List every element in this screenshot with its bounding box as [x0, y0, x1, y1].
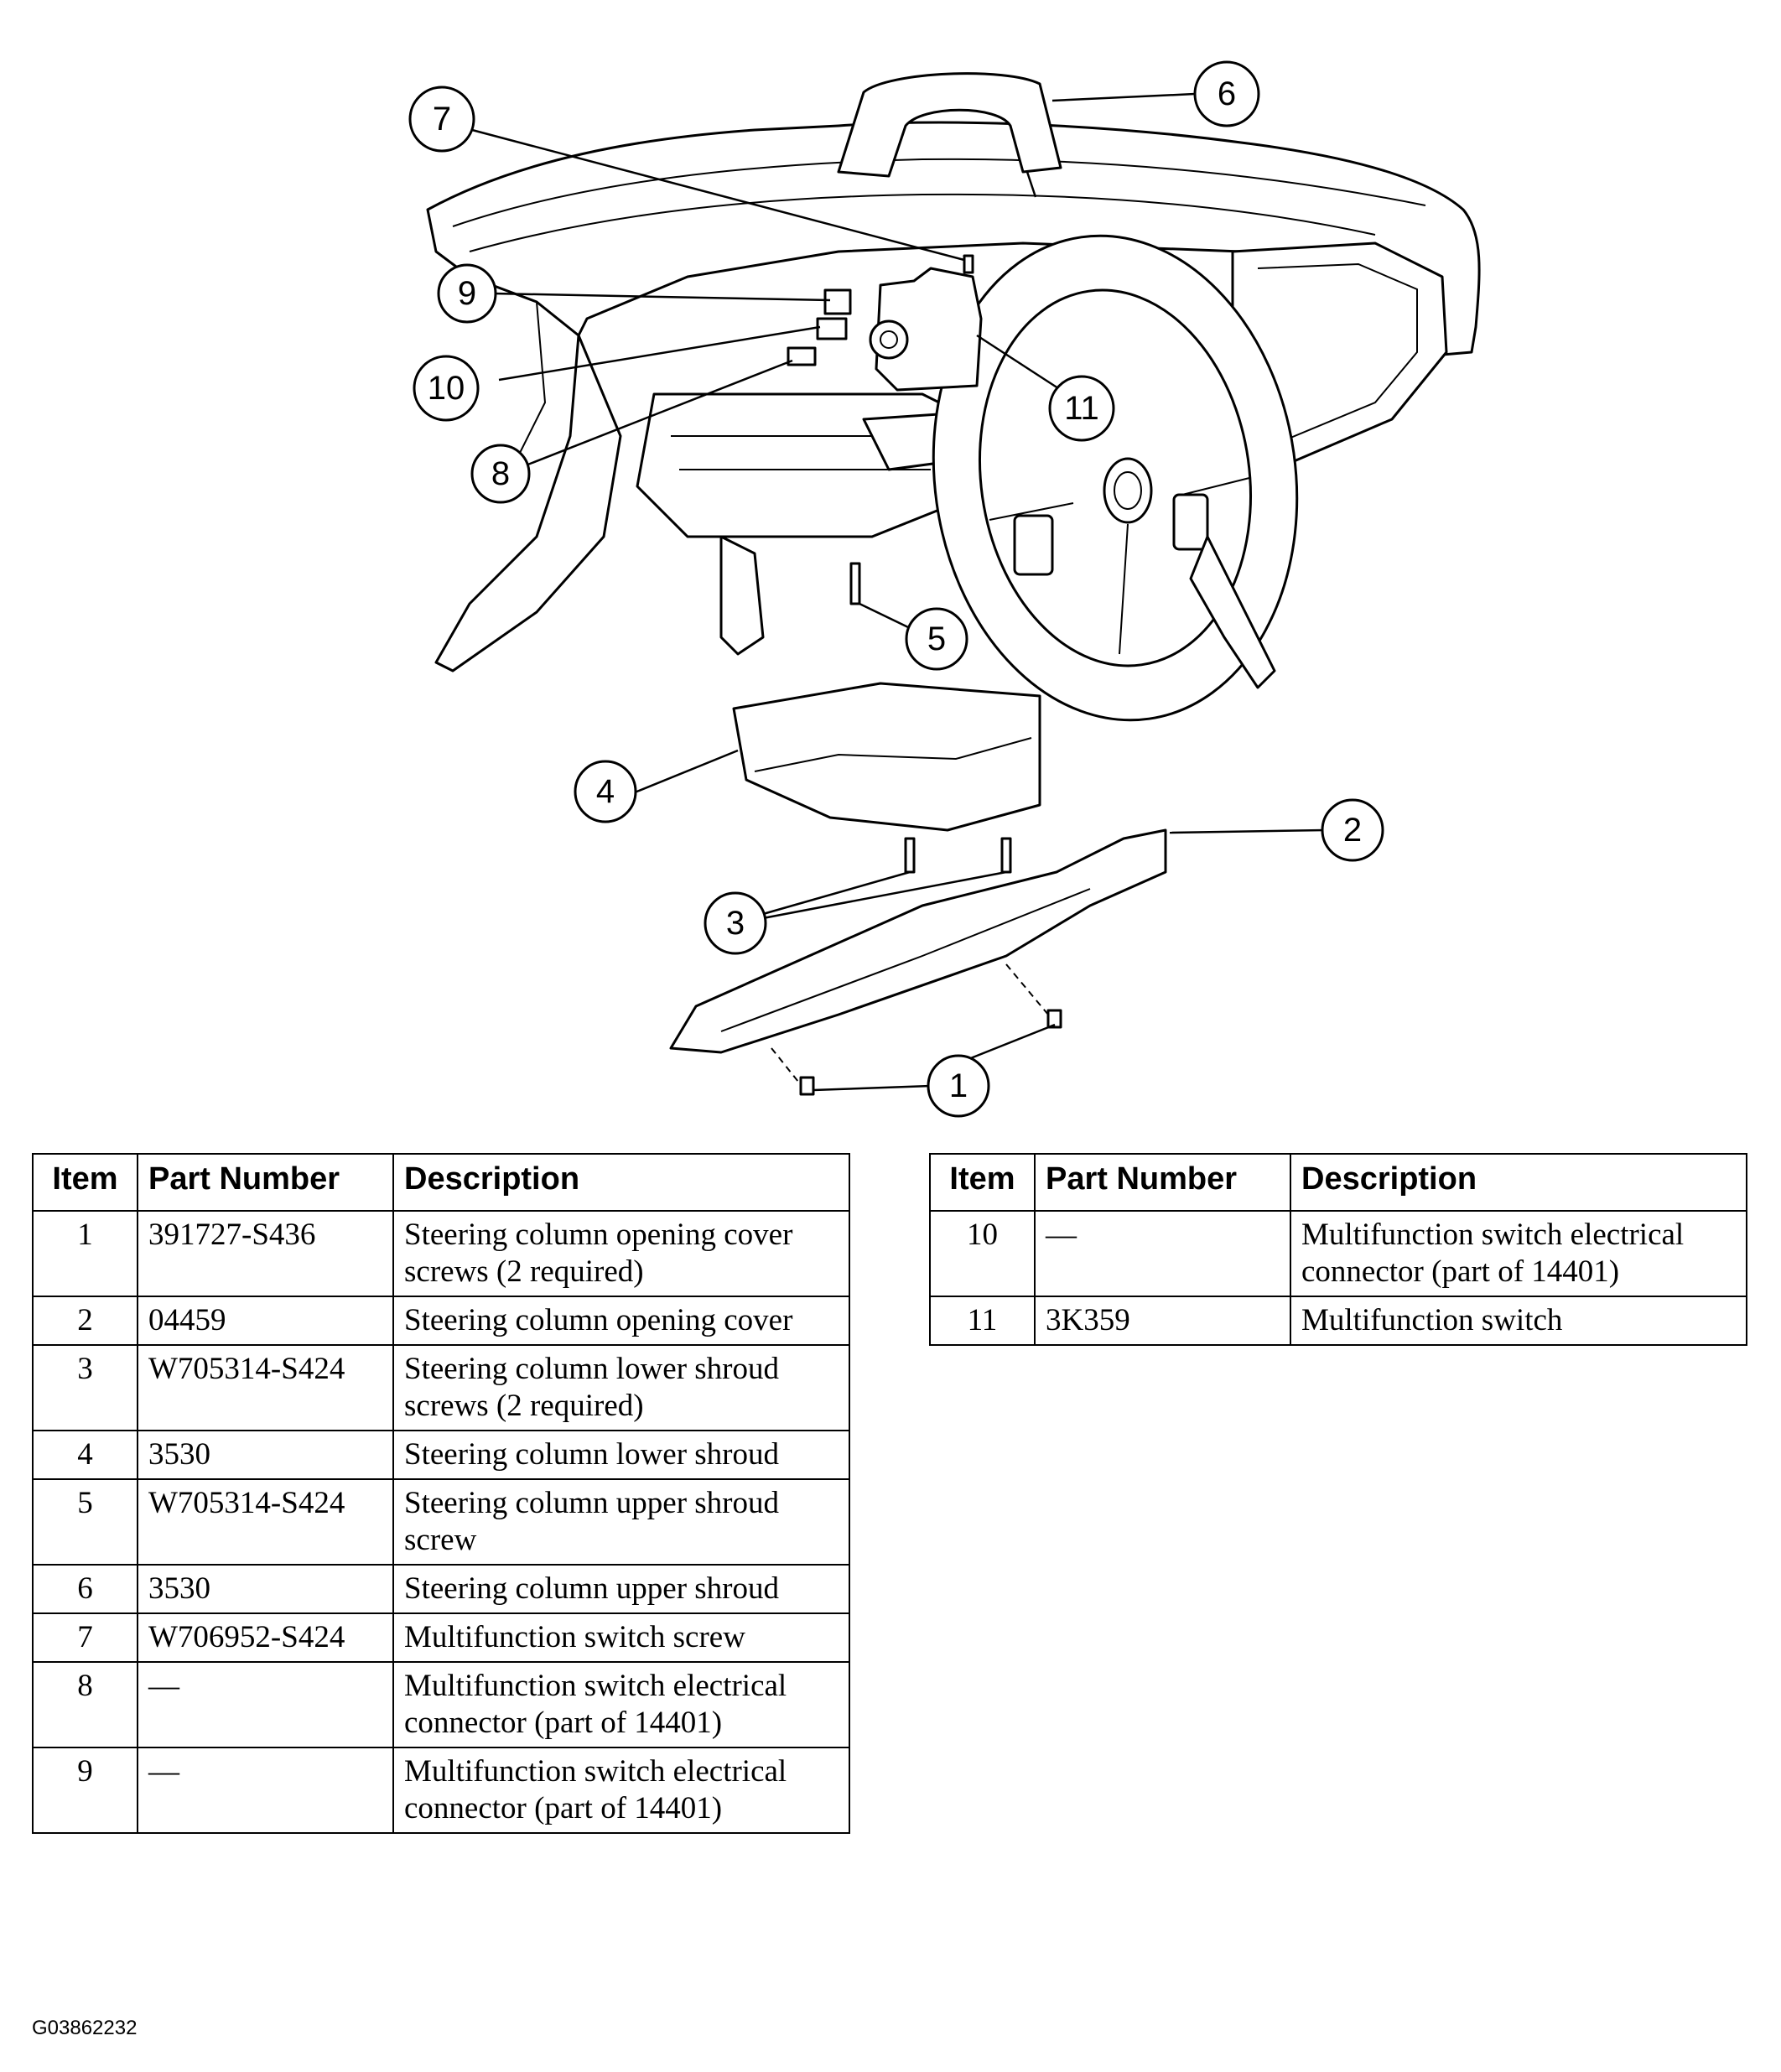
screw-1a-illustration: [799, 1076, 815, 1096]
item-cell: 6: [32, 1564, 138, 1614]
part-number-cell: —: [137, 1747, 394, 1834]
svg-text:8: 8: [491, 455, 510, 492]
part-number-cell: 3K359: [1034, 1296, 1291, 1346]
header-description: Description: [1290, 1153, 1747, 1212]
part-number-cell: W706952-S424: [137, 1612, 394, 1663]
connector-9-illustration: [823, 288, 852, 315]
part-number-cell: 3530: [137, 1564, 394, 1614]
part-number-cell: W705314-S424: [137, 1478, 394, 1566]
svg-text:1: 1: [949, 1067, 968, 1104]
parts-table-right: Item Part Number Description 10—Multifun…: [929, 1153, 1747, 1346]
upper-shroud-illustration: [837, 72, 1062, 178]
description-cell: Steering column opening cover: [392, 1296, 850, 1346]
screw-1b-illustration: [1046, 1009, 1062, 1029]
item-cell: 8: [32, 1661, 138, 1748]
table-header-row: Item Part Number Description: [929, 1153, 1747, 1212]
item-cell: 9: [32, 1747, 138, 1834]
svg-text:7: 7: [433, 101, 451, 138]
item-cell: 7: [32, 1612, 138, 1663]
svg-text:11: 11: [1064, 390, 1099, 427]
table-row: 9—Multifunction switch electrical connec…: [32, 1747, 850, 1834]
header-part-number: Part Number: [1034, 1153, 1291, 1212]
description-cell: Multifunction switch electrical connecto…: [1290, 1210, 1747, 1297]
part-number-cell: —: [137, 1661, 394, 1748]
svg-text:3: 3: [726, 905, 745, 942]
svg-text:2: 2: [1343, 812, 1362, 849]
screw-3b-illustration: [1000, 837, 1012, 874]
item-cell: 1: [32, 1210, 138, 1297]
callout-5: 5: [905, 607, 968, 671]
instrument-panel-illustration: [426, 121, 1481, 722]
table-row: 8—Multifunction switch electrical connec…: [32, 1661, 850, 1748]
description-cell: Multifunction switch: [1290, 1296, 1747, 1346]
item-cell: 4: [32, 1430, 138, 1480]
part-number-cell: 391727-S436: [137, 1210, 394, 1297]
part-number-cell: W705314-S424: [137, 1344, 394, 1431]
svg-text:6: 6: [1218, 75, 1236, 112]
header-part-number: Part Number: [137, 1153, 394, 1212]
callout-7: 7: [408, 86, 475, 153]
multifunction-switch-illustration: [875, 267, 983, 392]
connector-8-illustration: [787, 346, 817, 366]
header-item: Item: [32, 1153, 138, 1212]
svg-text:5: 5: [927, 621, 946, 657]
item-cell: 5: [32, 1478, 138, 1566]
description-cell: Multifunction switch electrical connecto…: [392, 1747, 850, 1834]
callout-3: 3: [704, 891, 767, 955]
item-cell: 3: [32, 1344, 138, 1431]
part-number-cell: 3530: [137, 1430, 394, 1480]
header-description: Description: [392, 1153, 850, 1212]
screw-3a-illustration: [904, 837, 916, 874]
svg-text:9: 9: [458, 275, 476, 312]
exploded-view-diagram: 7 6 9 10 8 11 5 4 3 2 1: [408, 60, 1481, 1118]
screw-5-illustration: [849, 562, 861, 605]
callout-11: 11: [1048, 375, 1115, 442]
part-number-cell: —: [1034, 1210, 1291, 1297]
description-cell: Steering column upper shroud screw: [392, 1478, 850, 1566]
item-cell: 10: [929, 1210, 1036, 1297]
callout-8: 8: [470, 444, 531, 504]
callout-2: 2: [1321, 798, 1384, 862]
table-header-row: Item Part Number Description: [32, 1153, 850, 1212]
connector-10-illustration: [816, 317, 848, 340]
opening-cover-illustration: [669, 828, 1167, 1054]
table-row: 10—Multifunction switch electrical conne…: [929, 1210, 1747, 1297]
callout-6: 6: [1193, 60, 1260, 127]
part-number-cell: 04459: [137, 1296, 394, 1346]
callout-10: 10: [413, 355, 480, 422]
figure-id: G03862232: [32, 2017, 138, 2039]
description-cell: Steering column upper shroud: [392, 1564, 850, 1614]
callout-1: 1: [927, 1054, 990, 1118]
description-cell: Multifunction switch electrical connecto…: [392, 1661, 850, 1748]
description-cell: Steering column opening cover screws (2 …: [392, 1210, 850, 1297]
description-cell: Steering column lower shroud: [392, 1430, 850, 1480]
callout-4: 4: [574, 760, 637, 823]
item-cell: 2: [32, 1296, 138, 1346]
description-cell: Multifunction switch screw: [392, 1612, 850, 1663]
screw-7-illustration: [963, 254, 974, 274]
callout-9: 9: [437, 263, 497, 324]
svg-text:10: 10: [428, 370, 465, 407]
header-item: Item: [929, 1153, 1036, 1212]
item-cell: 11: [929, 1296, 1036, 1346]
description-cell: Steering column lower shroud screws (2 r…: [392, 1344, 850, 1431]
svg-text:4: 4: [596, 773, 615, 810]
